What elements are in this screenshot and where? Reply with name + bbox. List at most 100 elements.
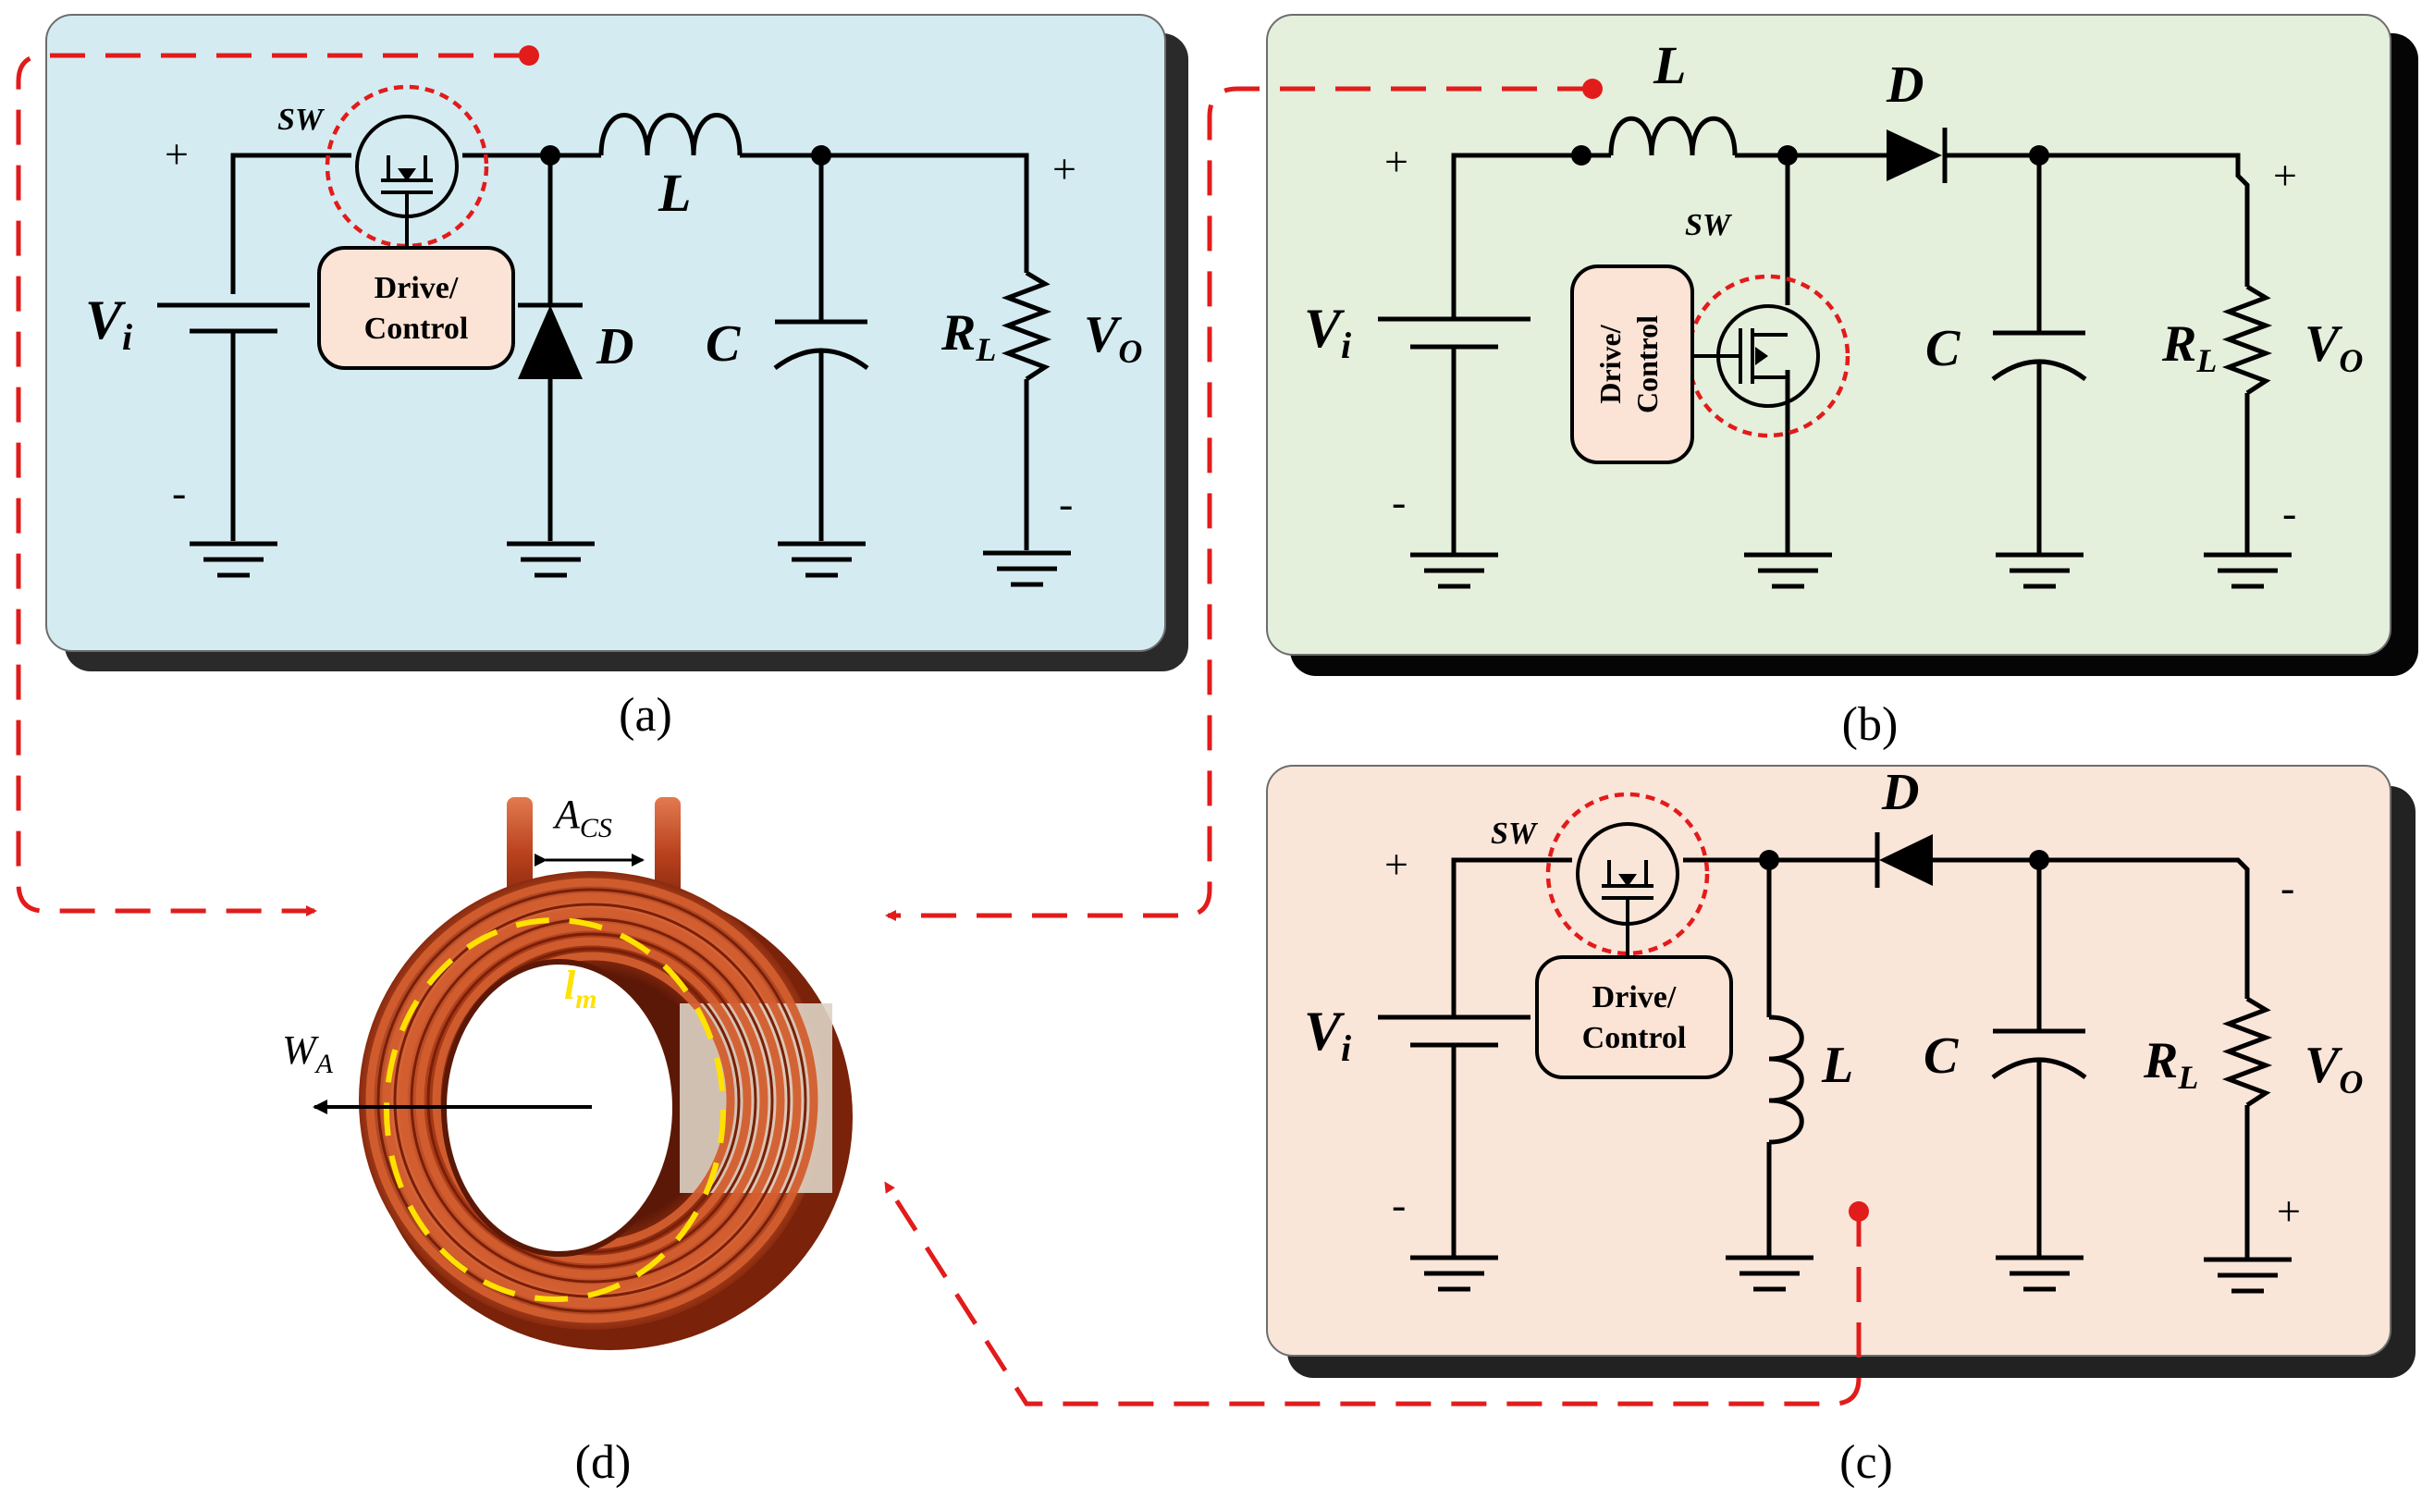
panel-a-l-label: L: [658, 163, 691, 223]
panel-a-mosfet-highlight: [325, 84, 489, 249]
connector-a-dot: [519, 45, 539, 66]
panel-b-minus-in: -: [1392, 478, 1406, 525]
panel-a-diode: [518, 302, 583, 379]
panel-b-diode: [1887, 128, 1948, 183]
panel-a-resistor: [1001, 270, 1052, 382]
panel-a-rl-label: RL: [940, 304, 996, 368]
panel-b-l-label: L: [1653, 35, 1686, 95]
panel-b-minus-out: -: [2282, 489, 2296, 536]
panel-c-battery: [1378, 1014, 1530, 1048]
connector-c-to-d: [883, 1181, 1862, 1407]
panel-c-rl-label: RL: [2143, 1032, 2198, 1096]
panel-c-minus-out: -: [2280, 864, 2294, 911]
panel-c-vo-label: VO: [2305, 1037, 2363, 1100]
panel-c-ground-3: [1996, 1255, 2084, 1292]
connector-a-to-d: [16, 53, 529, 916]
panel-a-plus-in: +: [165, 130, 189, 178]
panel-b-d-label: D: [1886, 56, 1924, 114]
panel-b-resistor: [2221, 284, 2273, 396]
panel-b-vo-label: VO: [2305, 315, 2363, 379]
panel-c-minus-in: -: [1392, 1181, 1406, 1228]
panel-a-drive-label-1: Drive/: [375, 271, 459, 305]
panel-a-minus-out: -: [1059, 480, 1073, 527]
panel-c-resistor: [2221, 996, 2273, 1108]
panel-b-c-label: C: [1925, 320, 1961, 377]
panel-d-magnetic-path: [384, 917, 726, 1302]
panel-b-battery: [1378, 316, 1530, 350]
panel-c-diode: [1875, 832, 1933, 888]
panel-c-ground-4: [2204, 1257, 2292, 1294]
panel-b-ground-2: [1744, 552, 1832, 589]
connector-c-dot: [1849, 1201, 1869, 1222]
panel-c-sw-label: SW: [1491, 817, 1539, 851]
panel-d-acs-label: ACS: [552, 792, 612, 843]
panel-c-plus-out: +: [2277, 1187, 2301, 1235]
panel-b-drive-label-2: Control: [1630, 315, 1664, 413]
panel-a-battery: [157, 302, 310, 334]
panel-a-caption: (a): [619, 689, 672, 742]
panel-b-mosfet-highlight: [1686, 274, 1850, 438]
panel-c-l-label: L: [1821, 1037, 1853, 1094]
panel-b-capacitor: [1991, 330, 2087, 381]
panel-b-ground-4: [2204, 552, 2292, 589]
connector-b-to-d: [885, 86, 1592, 921]
panel-b-junction-1: [1777, 145, 1798, 166]
panel-b-junction-0: [1571, 145, 1592, 166]
panel-b-plus-out: +: [2273, 152, 2297, 199]
panel-b-ground-3: [1996, 552, 2084, 589]
panel-a-vi-label: Vi: [85, 289, 132, 358]
panel-c-ground-1: [1410, 1255, 1498, 1292]
connectors: [16, 45, 1869, 1407]
panel-c-plus-in: +: [1384, 841, 1408, 888]
panel-a-drive-control: Drive/ Control: [317, 246, 515, 370]
panel-d-windings: [365, 878, 818, 1323]
panel-c-mosfet-highlight: [1545, 792, 1710, 956]
panel-c-drive-label-2: Control: [1582, 1021, 1687, 1055]
panel-a-drive-label-2: Control: [364, 312, 469, 346]
panel-c-d-label: D: [1881, 764, 1919, 821]
panel-b-drive-label-1: Drive/: [1593, 324, 1627, 403]
panel-b-rl-label: RL: [2161, 315, 2217, 379]
panel-a-sw-label: SW: [277, 103, 326, 137]
panel-c-vi-label: Vi: [1304, 1001, 1351, 1069]
panel-b-caption: (b): [1842, 698, 1899, 751]
panel-c-drive-label-1: Drive/: [1592, 980, 1677, 1014]
panel-b-drive-control: Drive/ Control: [1570, 264, 1694, 464]
panel-b-ground-1: [1410, 552, 1498, 589]
panel-a-minus-in: -: [172, 469, 186, 516]
panel-a-plus-out: +: [1052, 145, 1076, 192]
panel-c-capacitor: [1991, 1028, 2087, 1079]
panel-c-inductor: [1768, 1014, 1804, 1145]
panel-d-lm-label: lm: [564, 963, 597, 1014]
panel-c-buck-boost: Drive/ Control SW D L C RL VO Vi + - - +…: [1266, 764, 2416, 1489]
panel-c-junction-1: [1759, 850, 1779, 870]
panel-a-d-label: D: [596, 318, 633, 375]
panel-a-ground-4: [983, 550, 1071, 587]
panel-a-vo-label: VO: [1084, 306, 1142, 370]
panel-c-background: [1266, 765, 2391, 1357]
panel-a-junction-1: [540, 145, 560, 166]
panel-a-ground-1: [190, 541, 277, 578]
panel-b-background: [1266, 14, 2391, 656]
panel-a-capacitor: [773, 319, 869, 370]
panel-d-wa-label: WA: [282, 1027, 334, 1079]
panel-b-plus-in: +: [1384, 138, 1408, 185]
panel-b-boost: Drive/ Control L D SW C RL VO Vi + - + -…: [1266, 14, 2418, 751]
panel-a-ground-2: [507, 541, 595, 578]
panel-c-ground-2: [1726, 1255, 1813, 1292]
panel-a-ground-3: [778, 541, 866, 578]
panel-c-drive-control: Drive/ Control: [1535, 955, 1733, 1079]
panel-c-c-label: C: [1924, 1027, 1959, 1085]
panel-b-vi-label: Vi: [1304, 298, 1351, 366]
panel-c-junction-2: [2029, 850, 2049, 870]
panel-a-mosfet: [325, 84, 489, 249]
panel-b-junction-2: [2029, 145, 2049, 166]
panel-a-buck: Drive/ Control SW L D C RL VO Vi + - + -: [45, 14, 1188, 742]
panel-c-caption: (c): [1839, 1436, 1893, 1489]
connector-b-dot: [1582, 79, 1603, 99]
panel-a-inductor: [598, 113, 743, 156]
panel-d-caption: (d): [575, 1436, 632, 1489]
panel-d-toroid: ACS WA lm (d): [282, 792, 853, 1489]
panel-a-junction-2: [811, 145, 831, 166]
